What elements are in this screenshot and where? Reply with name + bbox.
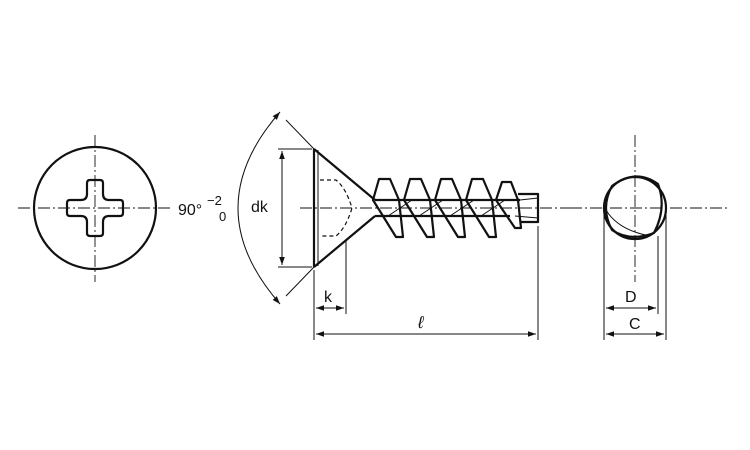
length-label: ℓ xyxy=(417,313,424,332)
thread-diameter-label: D xyxy=(625,289,637,306)
head-height-label: k xyxy=(324,289,333,306)
extension-line-taper-lower xyxy=(285,266,315,297)
thread-crest xyxy=(464,177,498,239)
head-outline-circle xyxy=(32,145,158,271)
thread-crest xyxy=(494,180,523,230)
tip-chamfer-lower xyxy=(514,215,539,219)
angle-label: 90° xyxy=(178,202,202,219)
screw-side-view: dk 90° −2 0 k ℓ xyxy=(178,111,570,340)
angle-tolerance-lower: 0 xyxy=(219,209,226,224)
trilobular-profile xyxy=(604,175,663,238)
thread-crest xyxy=(402,177,436,239)
tip-chamfer-upper xyxy=(519,197,539,201)
inner-profile-line xyxy=(605,209,651,237)
head-diameter-label: dk xyxy=(251,199,269,216)
thread-crest xyxy=(371,177,405,239)
tip-end-view: D C xyxy=(570,135,730,340)
thread-helix-line xyxy=(387,199,413,217)
head-taper-upper xyxy=(313,148,376,201)
outer-diameter-label: C xyxy=(629,316,641,333)
thread-helix-line xyxy=(480,199,506,217)
angle-tolerance-upper: −2 xyxy=(207,193,222,208)
angle-dimension-arc xyxy=(237,111,281,305)
extension-line-taper-upper xyxy=(285,119,315,150)
thread-crests xyxy=(371,177,523,239)
screw-tip xyxy=(518,192,540,224)
thread-helix-line xyxy=(418,199,444,217)
head-top-view xyxy=(18,135,172,282)
thread-crest xyxy=(433,177,467,239)
phillips-recess-cross xyxy=(65,178,125,238)
thread-helix-line xyxy=(449,199,475,217)
head-taper-lower xyxy=(313,215,376,268)
recess-hidden-line xyxy=(320,179,353,237)
